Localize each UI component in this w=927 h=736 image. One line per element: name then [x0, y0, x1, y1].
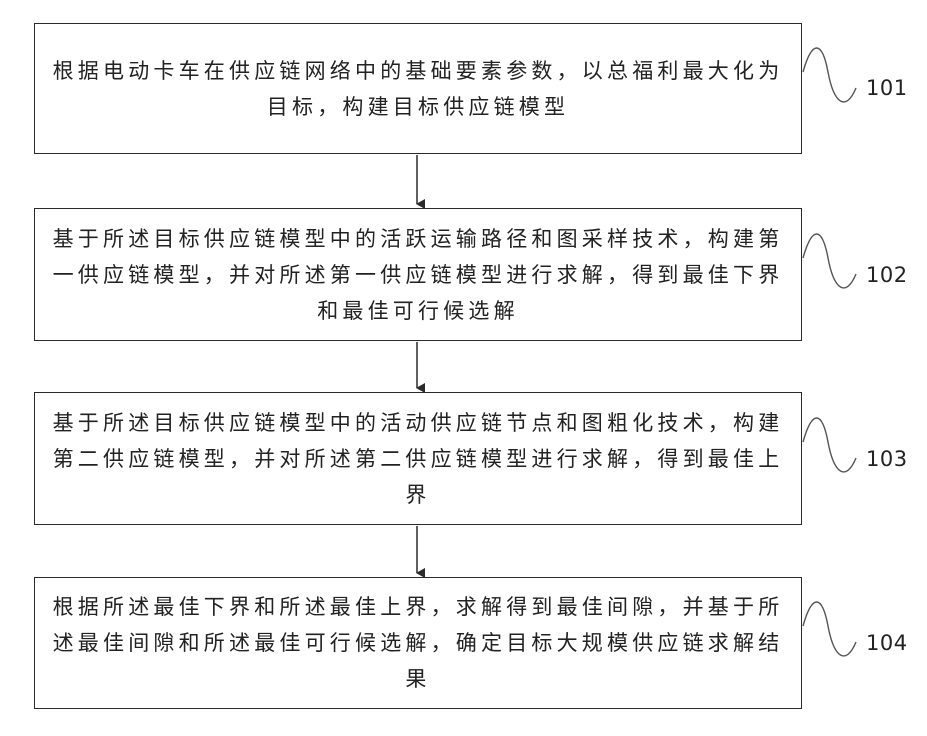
leader-line-103 [803, 418, 856, 472]
step-text-101: 根据电动卡车在供应链网络中的基础要素参数，以总福利最大化为目标，构建目标供应链模… [47, 53, 789, 125]
leader-line-101 [803, 48, 856, 102]
step-label-102: 102 [866, 263, 908, 287]
step-box-104: 根据所述最佳下界和所述最佳上界，求解得到最佳间隙，并基于所述最佳间隙和所述最佳可… [34, 577, 802, 709]
step-label-104: 104 [866, 631, 908, 655]
leader-line-104 [803, 602, 856, 656]
step-text-102: 基于所述目标供应链模型中的活跃运输路径和图采样技术，构建第一供应链模型，并对所述… [47, 221, 789, 329]
step-text-103: 基于所述目标供应链模型中的活动供应链节点和图粗化技术，构建第二供应链模型，并对所… [47, 405, 789, 513]
step-box-101: 根据电动卡车在供应链网络中的基础要素参数，以总福利最大化为目标，构建目标供应链模… [34, 23, 802, 154]
step-label-103: 103 [866, 447, 908, 471]
leader-lines [803, 48, 856, 656]
leader-line-102 [803, 234, 856, 288]
step-text-104: 根据所述最佳下界和所述最佳上界，求解得到最佳间隙，并基于所述最佳间隙和所述最佳可… [47, 589, 789, 697]
step-box-103: 基于所述目标供应链模型中的活动供应链节点和图粗化技术，构建第二供应链模型，并对所… [34, 392, 802, 525]
step-label-101: 101 [866, 76, 908, 100]
step-box-102: 基于所述目标供应链模型中的活跃运输路径和图采样技术，构建第一供应链模型，并对所述… [34, 208, 802, 341]
